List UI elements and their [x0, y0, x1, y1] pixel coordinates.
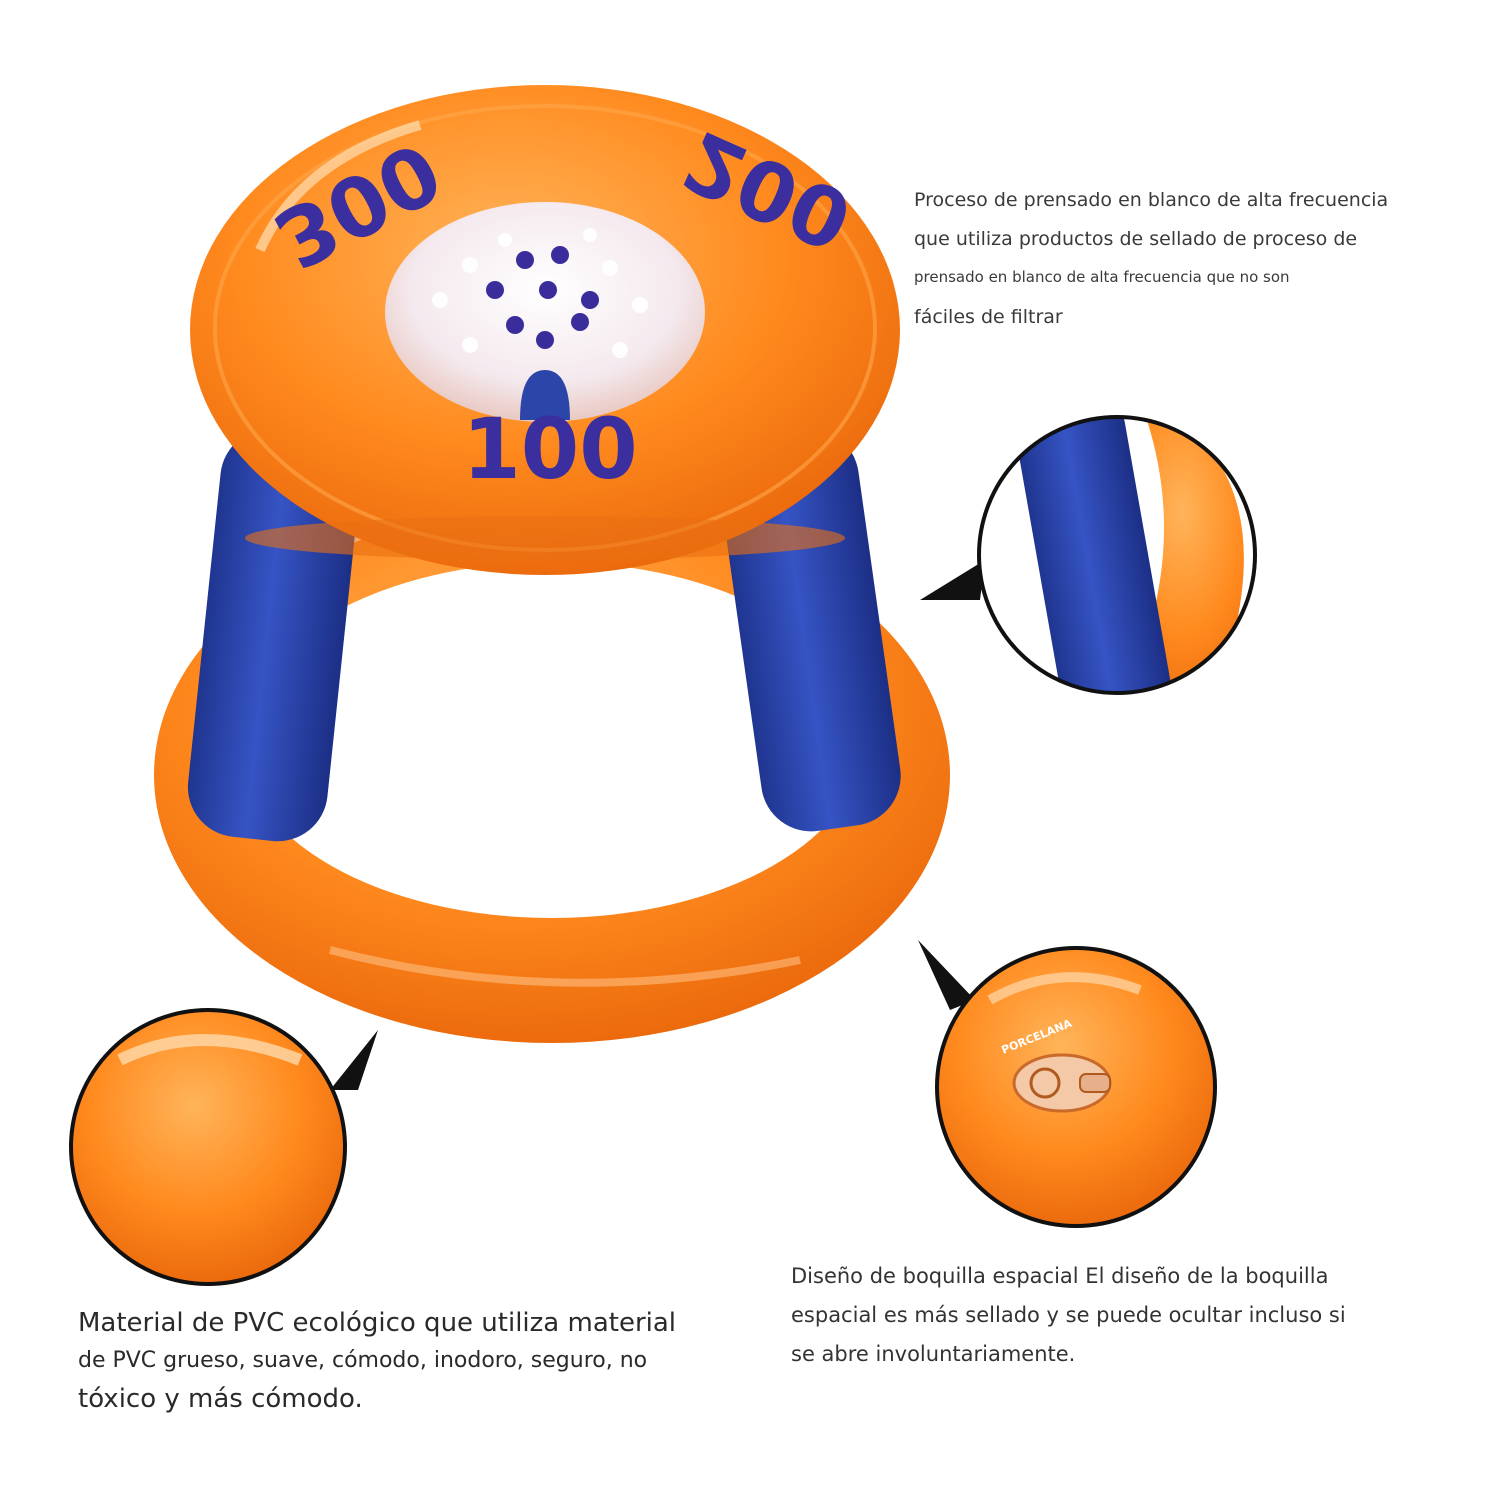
- caption-line: de PVC grueso, suave, cómodo, inodoro, s…: [78, 1348, 648, 1373]
- caption-line: espacial es más sellado y se puede ocult…: [791, 1303, 1346, 1327]
- caption-line: que utiliza productos de sellado de proc…: [914, 228, 1358, 250]
- sealing-caption: Proceso de prensado en blanco de alta fr…: [914, 191, 1388, 327]
- zoom-valve: PORCELANA: [918, 940, 1217, 1228]
- caption-line: Proceso de prensado en blanco de alta fr…: [914, 189, 1389, 211]
- caption-line: tóxico y más cómodo.: [78, 1384, 363, 1414]
- material-caption: Material de PVC ecológico que utiliza ma…: [78, 1310, 676, 1412]
- score-label-100: 100: [462, 400, 637, 498]
- caption-line: prensado en blanco de alta frecuencia qu…: [914, 268, 1290, 286]
- top-ring: [190, 85, 900, 575]
- zoom-leg-joint: [920, 415, 1257, 695]
- caption-line: fáciles de filtrar: [914, 306, 1063, 328]
- zoom-material: [69, 1008, 378, 1286]
- basket-net: [385, 202, 705, 422]
- caption-line: Material de PVC ecológico que utiliza ma…: [78, 1308, 677, 1338]
- nozzle-caption: Diseño de boquilla espacial El diseño de…: [791, 1266, 1346, 1365]
- caption-line: Diseño de boquilla espacial El diseño de…: [791, 1264, 1329, 1288]
- caption-line: se abre involuntariamente.: [791, 1342, 1076, 1366]
